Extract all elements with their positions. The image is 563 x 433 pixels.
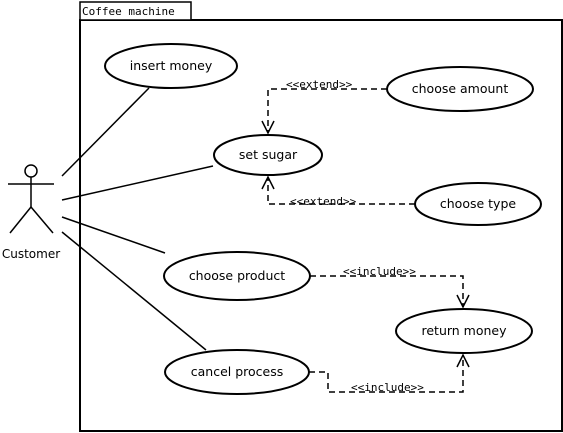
extend-label: <<extend>> xyxy=(286,78,353,91)
include-line xyxy=(310,275,464,307)
use-case-choose-type: choose type xyxy=(414,182,542,226)
use-case-choose-product: choose product xyxy=(163,251,311,301)
include-label: <<include>> xyxy=(351,381,424,394)
arrowhead-up xyxy=(456,353,470,368)
assoc-choose-product xyxy=(61,216,166,254)
include-cancel-process: <<include>> xyxy=(309,353,470,394)
arrowhead-down xyxy=(261,120,275,135)
actor-leg-left xyxy=(9,206,32,234)
actor-label: Customer xyxy=(2,247,60,261)
include-line xyxy=(309,355,464,393)
extend-choose-type: <<extend>> xyxy=(261,175,415,208)
use-case-label: choose amount xyxy=(412,81,509,96)
extend-choose-amount: <<extend>> xyxy=(261,78,387,135)
actor-customer xyxy=(8,164,54,234)
system-title: Coffee machine xyxy=(82,5,175,18)
actor-leg-right xyxy=(30,206,54,234)
arrowhead-up xyxy=(261,175,275,190)
use-case-ellipse xyxy=(104,43,238,89)
assoc-set-sugar xyxy=(61,165,214,201)
assoc-insert-money xyxy=(61,87,150,177)
arrowhead-down xyxy=(456,294,470,309)
assoc-cancel-process xyxy=(61,231,207,351)
include-choose-product: <<include>> xyxy=(310,265,470,309)
use-case-return-money: return money xyxy=(395,308,533,354)
use-case-label: return money xyxy=(421,323,507,338)
associations xyxy=(61,87,214,351)
system-boundary: Coffee machine xyxy=(79,1,563,432)
use-case-label: set sugar xyxy=(239,147,298,162)
use-case-ellipse xyxy=(213,134,323,176)
system-frame xyxy=(79,19,563,432)
extend-line xyxy=(267,177,415,205)
extend-label: <<extend>> xyxy=(290,195,357,208)
extend-line xyxy=(267,88,387,133)
use-case-cancel-process: cancel process xyxy=(164,349,310,395)
use-case-ellipse xyxy=(395,308,533,354)
use-case-label: choose type xyxy=(440,196,516,211)
system-title-tab xyxy=(79,1,192,21)
include-label: <<include>> xyxy=(343,265,416,278)
use-case-insert-money: insert money xyxy=(104,43,238,89)
use-case-choose-amount: choose amount xyxy=(386,66,534,112)
use-case-label: insert money xyxy=(130,58,213,73)
use-case-label: cancel process xyxy=(191,364,284,379)
actor-head xyxy=(24,164,38,178)
use-case-label: choose product xyxy=(189,268,285,283)
use-case-set-sugar: set sugar xyxy=(213,134,323,176)
